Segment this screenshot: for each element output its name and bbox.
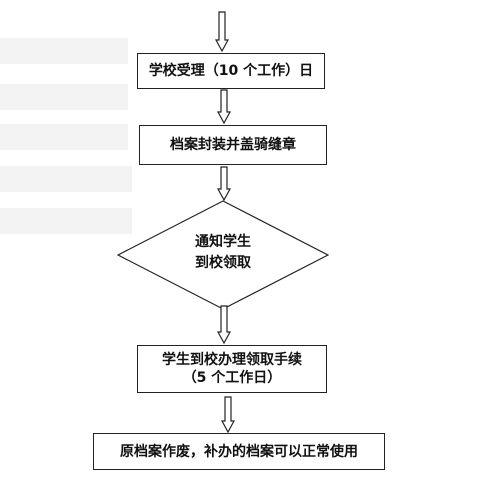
flow-step-label-line-2: （5 个工作日） [182,370,282,386]
flow-step-pickup: 学生到校办理领取手续 （5 个工作日） [137,345,327,393]
decision-label: 通知学生 到校领取 [150,232,296,274]
background-stripe [0,84,128,110]
down-arrow-icon [220,396,236,434]
flow-step-result: 原档案作废，补办的档案可以正常使用 [93,433,385,470]
down-arrow-icon [216,305,232,345]
flow-step-accept: 学校受理（10 个工作）日 [137,53,325,89]
background-stripe [0,208,132,234]
decision-line-2: 到校领取 [195,255,251,271]
background-stripe [0,124,128,150]
down-arrow-icon [216,166,232,202]
flow-step-label-line-1: 学生到校办理领取手续 [162,352,302,368]
down-arrow-icon [214,11,230,53]
decision-line-1: 通知学生 [195,234,251,250]
flow-step-label: 原档案作废，补办的档案可以正常使用 [120,443,358,460]
background-stripe [0,38,128,64]
flow-step-seal: 档案封装并盖骑缝章 [139,125,327,165]
flow-step-label: 档案封装并盖骑缝章 [170,137,296,153]
flow-step-label: 学校受理（10 个工作）日 [148,63,314,79]
background-stripe [0,166,132,192]
down-arrow-icon [216,89,232,125]
